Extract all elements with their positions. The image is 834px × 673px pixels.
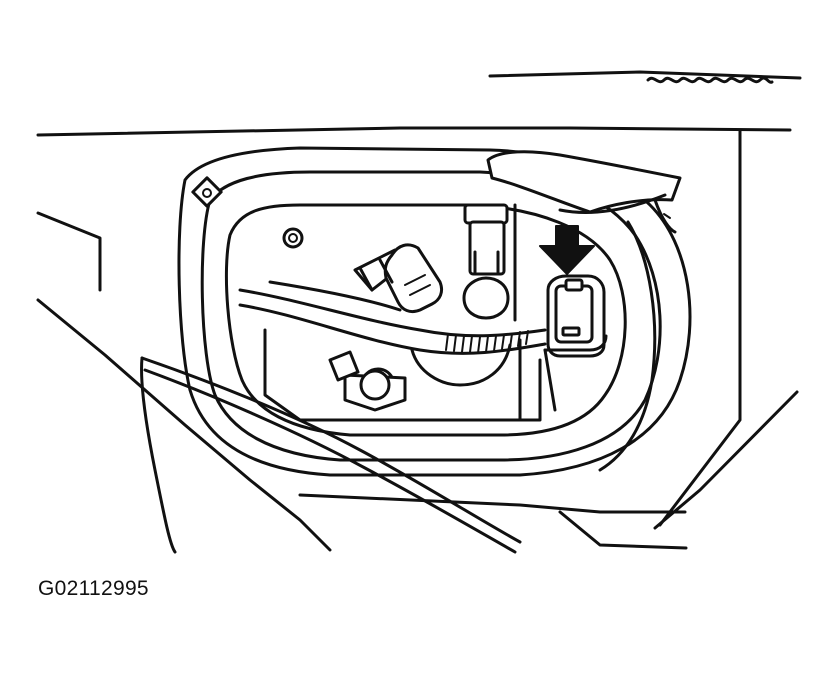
upper-shield-flap [486,150,682,234]
clip-ring [282,227,304,249]
figure-id-label: G02112995 [38,577,149,600]
left-panel [36,211,332,552]
mounting-tab [191,176,223,208]
body-contour-top-right [488,70,802,84]
surface-texture-stroke [646,76,774,84]
electrical-connector [546,274,606,358]
wire-harness [238,280,547,355]
down-arrow-icon [539,225,595,275]
right-panel-lower-edge [653,390,799,530]
lower-floor-line [298,493,688,550]
lower-bulb-socket [328,343,512,412]
right-panel-edge [658,128,742,527]
bulb-socket [462,203,517,322]
right-frame [543,220,657,472]
bulb-holder-angled [353,243,444,314]
upper-panel-edge [36,126,792,137]
long-cable [140,356,522,554]
